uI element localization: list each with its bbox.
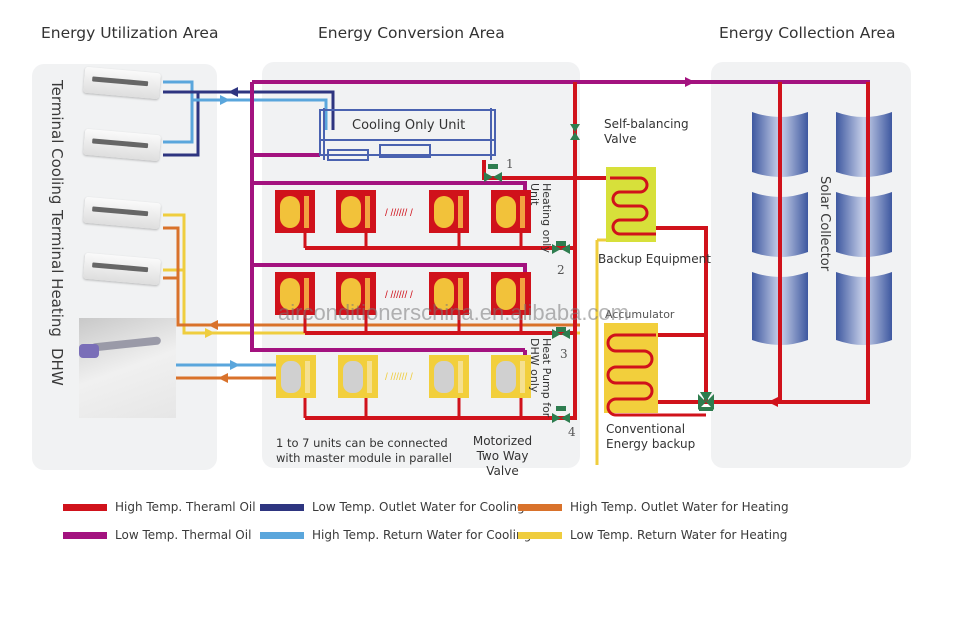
svg-text:/ ////// /: / ////// /: [385, 290, 413, 301]
valve-number-1: 1: [506, 157, 514, 171]
legend-swatch: [518, 503, 562, 511]
shower-head-icon: [90, 336, 162, 352]
legend-item-high-temp-oil: High Temp. Theraml Oil: [63, 500, 256, 514]
valve-number-2: 2: [557, 263, 565, 277]
cooling-outlet-pipe-terminal: [163, 90, 200, 157]
self-balancing-valve-icon: [570, 124, 580, 140]
legend-swatch: [260, 531, 304, 539]
heating-unit-row-2: / ////// /: [275, 272, 531, 315]
motorized-valve-2-icon: [552, 241, 570, 254]
dhw-heat-pump-label: Heat Pump for DHW only: [528, 338, 553, 418]
unit-connectors: [303, 233, 523, 418]
svg-text:/ ////// /: / ////// /: [385, 208, 413, 219]
conversion-area-title: Energy Conversion Area: [318, 24, 505, 42]
motorized-valve-3-icon: [552, 327, 570, 339]
heating-unit-row-1: / ////// /: [275, 190, 531, 233]
accumulator-label: Accumulator: [605, 308, 675, 321]
cooling-only-unit: [319, 108, 496, 161]
legend-item-heat-return: Low Temp. Return Water for Heating: [518, 528, 787, 542]
shower-handle-icon: [79, 344, 99, 358]
legend-swatch: [63, 531, 107, 539]
three-way-valve-icon: [698, 392, 714, 411]
cooling-only-unit-label: Cooling Only Unit: [352, 118, 466, 133]
motorized-valve-label: Motorized Two Way Valve: [472, 434, 533, 478]
terminal-heating-label: Terminal Heating: [48, 210, 66, 337]
legend-swatch: [260, 503, 304, 511]
legend-swatch: [63, 503, 107, 511]
shower-image: [79, 318, 176, 418]
valve-number-3: 3: [560, 347, 568, 361]
legend-item-low-temp-oil: Low Temp. Thermal Oil: [63, 528, 251, 542]
arrow-right-icon: [685, 77, 695, 87]
legend-item-cool-return: High Temp. Return Water for Cooling: [260, 528, 531, 542]
legend-swatch: [518, 531, 562, 539]
backup-equipment-label: Backup Equipment: [598, 252, 711, 266]
legend-item-heat-outlet: High Temp. Outlet Water for Heating: [518, 500, 789, 514]
arrow-right-icon: [230, 360, 240, 370]
heating-only-unit-label: Heating only Unit: [528, 183, 553, 253]
arrow-left-icon: [228, 87, 238, 97]
valves: [484, 124, 714, 423]
cooling-pipes: [163, 80, 335, 157]
arrow-left-icon: [208, 320, 218, 330]
svg-text:/ ////// /: / ////// /: [385, 372, 413, 383]
accumulator: [604, 323, 706, 417]
watermark: airconditionerschina.en.alibaba.com: [278, 300, 629, 325]
motorized-valve-1-icon: [484, 164, 502, 182]
backup-equipment: [606, 167, 656, 242]
dhw-unit-row: / ////// /: [276, 355, 531, 398]
arrow-left-icon: [218, 373, 228, 383]
parallel-note: 1 to 7 units can be connected with maste…: [276, 436, 452, 465]
motorized-valve-4-icon: [552, 406, 570, 423]
cooling-return-pipe-terminal: [163, 80, 194, 144]
terminal-cooling-label: Terminal Cooling: [48, 80, 66, 205]
cooling-return-main: [192, 98, 328, 130]
self-balancing-valve-label: Self-balancing Valve: [604, 117, 689, 146]
collection-area-title: Energy Collection Area: [719, 24, 896, 42]
solar-collector-label: Solar Collector: [817, 176, 832, 272]
utilization-area-title: Energy Utilization Area: [41, 24, 219, 42]
arrow-right-icon: [220, 95, 230, 105]
arrow-left-icon: [768, 397, 778, 407]
valve-number-4: 4: [568, 425, 576, 439]
arrow-right-icon: [205, 328, 215, 338]
cooling-outlet-main: [198, 90, 335, 130]
legend-item-cool-outlet: Low Temp. Outlet Water for Cooling: [260, 500, 525, 514]
conventional-backup-label: Conventional Energy backup: [606, 422, 696, 451]
dhw-label: DHW: [48, 348, 66, 386]
